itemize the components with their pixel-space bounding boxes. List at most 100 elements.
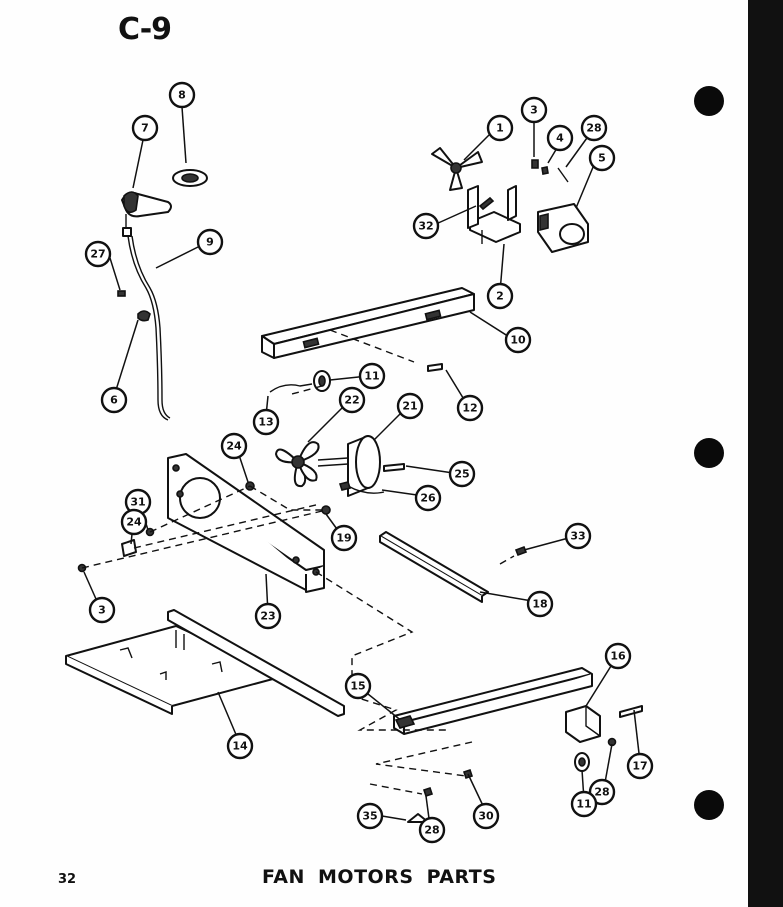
callout-14: 14 <box>226 732 254 760</box>
page-code: C-9 <box>118 12 172 47</box>
callout-17: 17 <box>626 752 654 780</box>
callout-4: 4 <box>546 124 574 152</box>
svg-text:2: 2 <box>496 290 504 303</box>
callout-19: 19 <box>330 524 358 552</box>
callout-16: 16 <box>604 642 632 670</box>
svg-text:10: 10 <box>510 334 526 347</box>
part-26-clip <box>338 481 385 494</box>
svg-text:33: 33 <box>570 530 585 543</box>
part-21-fan-motor <box>317 435 381 497</box>
callout-6: 6 <box>100 386 128 414</box>
svg-text:6: 6 <box>110 394 118 407</box>
svg-text:18: 18 <box>532 598 547 611</box>
binder-hole-middle <box>694 438 724 468</box>
callout-28-top: 28 <box>580 114 608 142</box>
part-11-grommet-upper <box>313 370 331 392</box>
svg-text:22: 22 <box>344 394 359 407</box>
svg-text:28: 28 <box>424 824 439 837</box>
svg-text:24: 24 <box>126 516 142 529</box>
svg-text:3: 3 <box>98 604 106 617</box>
callout-27: 27 <box>84 240 112 268</box>
callout-35: 35 <box>356 802 384 830</box>
svg-text:28: 28 <box>586 122 601 135</box>
svg-text:35: 35 <box>362 810 377 823</box>
svg-text:5: 5 <box>598 152 606 165</box>
part-5-motor <box>537 203 589 253</box>
part-13-wire <box>269 383 313 393</box>
svg-text:30: 30 <box>478 810 494 823</box>
callout-26: 26 <box>414 484 442 512</box>
svg-text:3: 3 <box>530 104 538 117</box>
svg-text:11: 11 <box>364 370 379 383</box>
svg-text:9: 9 <box>206 236 214 249</box>
callout-11-lower: 11 <box>570 790 598 818</box>
diagram-caption: FAN MOTORS PARTS <box>262 866 497 888</box>
svg-text:21: 21 <box>402 400 417 413</box>
svg-text:25: 25 <box>454 468 469 481</box>
parts-screws-left <box>77 527 155 573</box>
callout-9: 9 <box>196 228 224 256</box>
part-10-channel <box>261 287 475 359</box>
callout-10: 10 <box>504 326 532 354</box>
svg-text:15: 15 <box>350 680 365 693</box>
svg-text:17: 17 <box>632 760 647 773</box>
part-25-screw <box>383 463 405 472</box>
callout-5: 5 <box>588 144 616 172</box>
part-14-cover-pan <box>65 609 345 717</box>
part-17-screw <box>619 705 643 718</box>
part-33-screw <box>514 545 528 557</box>
svg-text:12: 12 <box>462 402 477 415</box>
callout-32: 32 <box>412 212 440 240</box>
callout-33: 33 <box>564 522 592 550</box>
callout-24-upper: 24 <box>220 432 248 460</box>
callout-12: 12 <box>456 394 484 422</box>
callout-11-upper: 11 <box>358 362 386 390</box>
callout-21: 21 <box>396 392 424 420</box>
svg-text:16: 16 <box>610 650 626 663</box>
part-18-rail <box>379 531 489 603</box>
svg-text:32: 32 <box>418 220 433 233</box>
svg-text:24: 24 <box>226 440 242 453</box>
binder-edge <box>748 0 783 907</box>
svg-text:19: 19 <box>336 532 351 545</box>
svg-text:23: 23 <box>260 610 275 623</box>
callout-23: 23 <box>254 602 282 630</box>
callout-15: 15 <box>344 672 372 700</box>
part-11-grommet-lower <box>574 752 590 772</box>
part-15-lower-rail <box>393 667 593 735</box>
svg-text:1: 1 <box>496 122 504 135</box>
callout-28-lower-right: 28 <box>588 778 616 806</box>
binder-hole-bottom <box>694 790 724 820</box>
svg-text:28: 28 <box>594 786 609 799</box>
svg-text:8: 8 <box>178 89 186 102</box>
part-22-fan-blade <box>275 441 320 488</box>
callout-28-bottom: 28 <box>418 816 446 844</box>
callout-24-lower: 24 <box>120 508 148 536</box>
callout-2: 2 <box>486 282 514 310</box>
callout-22: 22 <box>338 386 366 414</box>
part-27-screw <box>117 290 126 297</box>
callout-7: 7 <box>131 114 159 142</box>
callout-30: 30 <box>472 802 500 830</box>
part-1-fan-blade <box>431 147 483 191</box>
binder-hole-top <box>694 86 724 116</box>
callout-8: 8 <box>168 81 196 109</box>
part-7-9-shaft-assembly <box>121 191 172 421</box>
svg-text:26: 26 <box>420 492 436 505</box>
part-8-grommet <box>172 169 208 187</box>
part-2-bracket <box>467 185 521 244</box>
part-24-clip <box>121 539 137 557</box>
callout-3-left: 3 <box>88 596 116 624</box>
part-12-screw <box>427 363 443 372</box>
part-23-mount-plate <box>167 453 325 593</box>
svg-text:11: 11 <box>576 798 591 811</box>
part-16-switch-box <box>565 705 601 743</box>
parts-small-screws-top <box>478 159 569 211</box>
svg-text:4: 4 <box>556 132 564 145</box>
svg-text:14: 14 <box>232 740 248 753</box>
callout-3-top: 3 <box>520 96 548 124</box>
svg-text:13: 13 <box>258 416 273 429</box>
callout-25: 25 <box>448 460 476 488</box>
